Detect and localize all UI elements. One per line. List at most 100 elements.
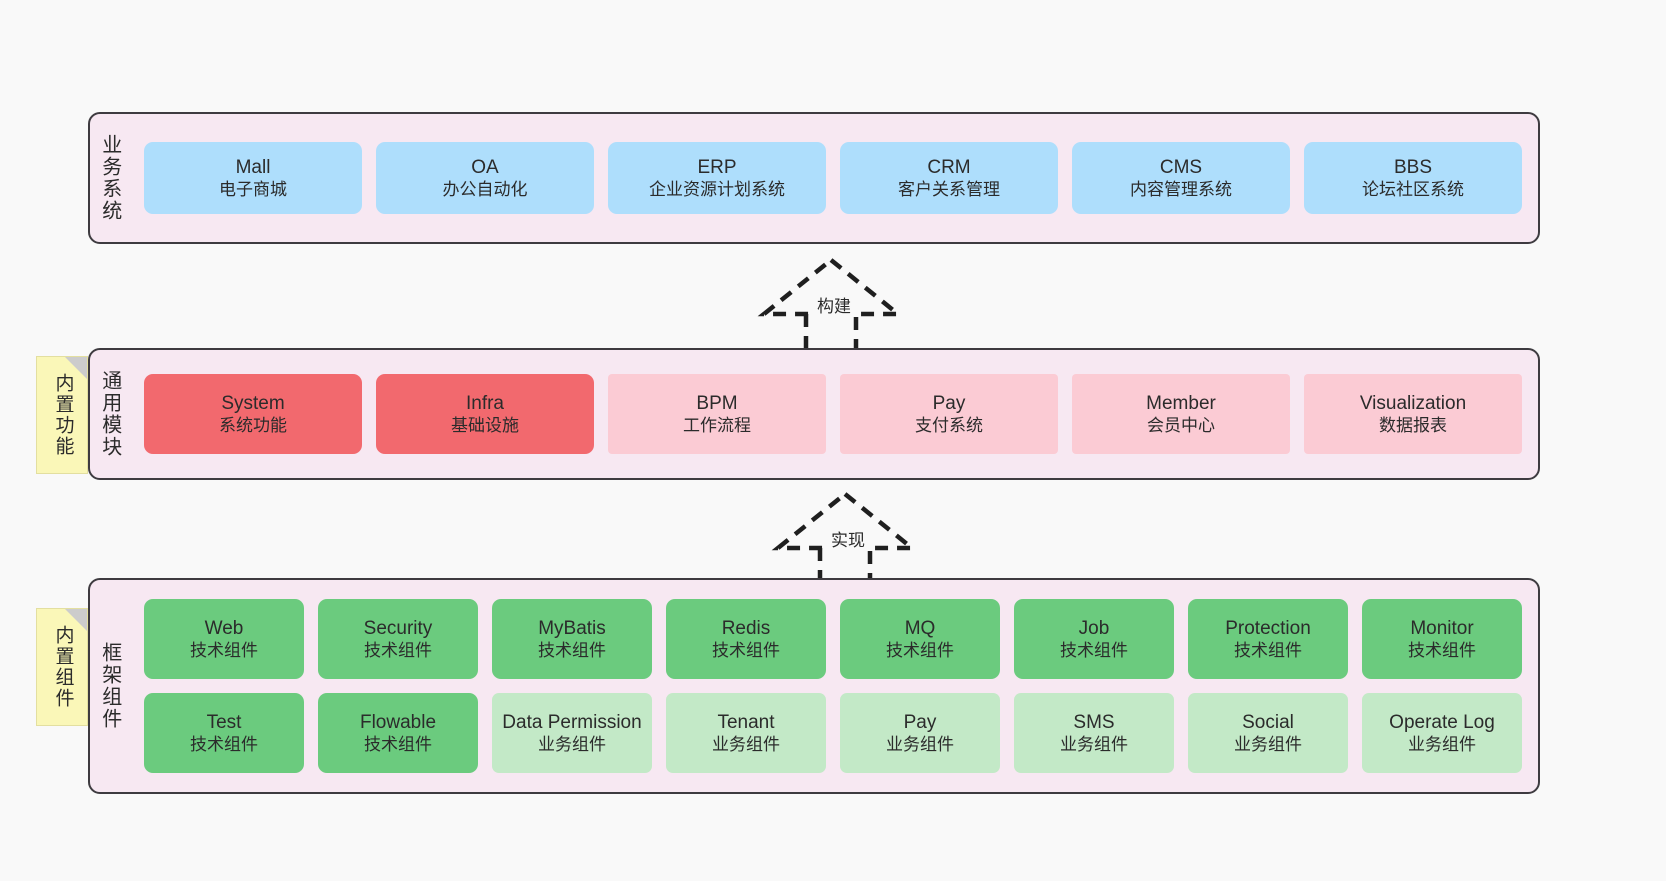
layer-body-business-system: Mall 电子商城 OA 办公自动化 ERP 企业资源计划系统 CRM 客户关系… [128, 114, 1538, 242]
module-desc: 业务组件 [1060, 735, 1128, 755]
module-box-sms[interactable]: SMS 业务组件 [1014, 693, 1174, 773]
box-row: Mall 电子商城 OA 办公自动化 ERP 企业资源计划系统 CRM 客户关系… [144, 142, 1522, 214]
module-box-flowable[interactable]: Flowable 技术组件 [318, 693, 478, 773]
module-box-data-permission[interactable]: Data Permission 业务组件 [492, 693, 652, 773]
module-desc: 数据报表 [1379, 416, 1447, 436]
module-box-test[interactable]: Test 技术组件 [144, 693, 304, 773]
module-desc: 技术组件 [190, 735, 258, 755]
layer-title-business-system: 业务系统 [98, 134, 121, 222]
module-name: MQ [904, 617, 936, 639]
sticky-note-label: 内置组件 [52, 625, 74, 709]
module-name: Member [1146, 392, 1216, 414]
module-box-redis[interactable]: Redis 技术组件 [666, 599, 826, 679]
module-desc: 业务组件 [538, 735, 606, 755]
layer-body-framework-component: Web 技术组件 Security 技术组件 MyBatis 技术组件 Redi… [128, 580, 1538, 792]
module-name: ERP [697, 156, 737, 178]
module-desc: 技术组件 [712, 641, 780, 661]
module-box-mq[interactable]: MQ 技术组件 [840, 599, 1000, 679]
module-desc: 电子商城 [219, 180, 287, 200]
module-desc: 技术组件 [364, 641, 432, 661]
folded-corner-icon [65, 609, 87, 631]
module-desc: 系统功能 [219, 416, 287, 436]
module-desc: 论坛社区系统 [1362, 180, 1464, 200]
module-name: Redis [721, 617, 771, 639]
module-name: Operate Log [1389, 711, 1495, 733]
layer-framework-component: 框架组件 Web 技术组件 Security 技术组件 MyBatis 技术组件… [88, 578, 1540, 794]
module-name: Social [1242, 711, 1294, 733]
module-name: SMS [1073, 711, 1115, 733]
module-name: CRM [927, 156, 971, 178]
module-box-monitor[interactable]: Monitor 技术组件 [1362, 599, 1522, 679]
layer-common-module: 通用模块 System 系统功能 Infra 基础设施 BPM 工作流程 Pay… [88, 348, 1540, 480]
module-desc: 内容管理系统 [1130, 180, 1232, 200]
module-name: Protection [1225, 617, 1311, 639]
module-desc: 业务组件 [1234, 735, 1302, 755]
sticky-note-builtin-components: 内置组件 [36, 608, 88, 726]
module-name: MyBatis [538, 617, 606, 639]
box-row: System 系统功能 Infra 基础设施 BPM 工作流程 Pay 支付系统… [144, 374, 1522, 454]
module-box-oa[interactable]: OA 办公自动化 [376, 142, 594, 214]
module-desc: 技术组件 [538, 641, 606, 661]
module-box-web[interactable]: Web 技术组件 [144, 599, 304, 679]
module-name: BBS [1393, 156, 1433, 178]
module-name: Flowable [359, 711, 437, 733]
module-desc: 技术组件 [364, 735, 432, 755]
module-name: CMS [1159, 156, 1203, 178]
module-desc: 技术组件 [1408, 641, 1476, 661]
module-box-crm[interactable]: CRM 客户关系管理 [840, 142, 1058, 214]
module-desc: 业务组件 [1408, 735, 1476, 755]
box-row: Test 技术组件 Flowable 技术组件 Data Permission … [144, 693, 1522, 773]
module-box-cms[interactable]: CMS 内容管理系统 [1072, 142, 1290, 214]
module-box-protection[interactable]: Protection 技术组件 [1188, 599, 1348, 679]
module-box-bpm[interactable]: BPM 工作流程 [608, 374, 826, 454]
module-name: Visualization [1359, 392, 1467, 414]
module-desc: 企业资源计划系统 [649, 180, 785, 200]
module-box-pay[interactable]: Pay 支付系统 [840, 374, 1058, 454]
module-name: Job [1078, 617, 1110, 639]
module-name: BPM [696, 392, 738, 414]
module-name: System [221, 392, 285, 414]
module-name: Tenant [717, 711, 775, 733]
module-name: OA [471, 156, 499, 178]
connector-implement: 实现 [770, 488, 920, 589]
module-box-member[interactable]: Member 会员中心 [1072, 374, 1290, 454]
module-desc: 客户关系管理 [898, 180, 1000, 200]
layer-title-common-module: 通用模块 [98, 370, 121, 458]
module-box-system[interactable]: System 系统功能 [144, 374, 362, 454]
sticky-note-label: 内置功能 [52, 373, 74, 457]
layer-business-system: 业务系统 Mall 电子商城 OA 办公自动化 ERP 企业资源计划系统 CRM… [88, 112, 1540, 244]
module-box-bbs[interactable]: BBS 论坛社区系统 [1304, 142, 1522, 214]
sticky-note-builtin-features: 内置功能 [36, 356, 88, 474]
module-desc: 业务组件 [712, 735, 780, 755]
module-name: Infra [465, 392, 505, 414]
module-box-security[interactable]: Security 技术组件 [318, 599, 478, 679]
connector-build: 构建 [756, 254, 906, 355]
module-desc: 会员中心 [1147, 416, 1215, 436]
module-name: Web [204, 617, 244, 639]
module-box-job[interactable]: Job 技术组件 [1014, 599, 1174, 679]
module-box-operate-log[interactable]: Operate Log 业务组件 [1362, 693, 1522, 773]
module-box-tenant[interactable]: Tenant 业务组件 [666, 693, 826, 773]
module-desc: 技术组件 [1234, 641, 1302, 661]
module-box-pay-business[interactable]: Pay 业务组件 [840, 693, 1000, 773]
module-desc: 办公自动化 [442, 180, 528, 200]
module-desc: 技术组件 [1060, 641, 1128, 661]
module-box-mall[interactable]: Mall 电子商城 [144, 142, 362, 214]
module-box-mybatis[interactable]: MyBatis 技术组件 [492, 599, 652, 679]
module-name: Pay [903, 711, 937, 733]
module-box-erp[interactable]: ERP 企业资源计划系统 [608, 142, 826, 214]
module-name: Mall [235, 156, 271, 178]
module-desc: 工作流程 [683, 416, 751, 436]
box-row: Web 技术组件 Security 技术组件 MyBatis 技术组件 Redi… [144, 599, 1522, 679]
layer-title-framework-component: 框架组件 [98, 642, 121, 730]
layer-body-common-module: System 系统功能 Infra 基础设施 BPM 工作流程 Pay 支付系统… [128, 350, 1538, 478]
module-desc: 基础设施 [451, 416, 519, 436]
module-box-social[interactable]: Social 业务组件 [1188, 693, 1348, 773]
module-box-infra[interactable]: Infra 基础设施 [376, 374, 594, 454]
module-name: Security [363, 617, 433, 639]
connector-label-implement: 实现 [828, 526, 868, 551]
module-name: Test [206, 711, 242, 733]
connector-label-build: 构建 [814, 292, 854, 317]
module-box-visualization[interactable]: Visualization 数据报表 [1304, 374, 1522, 454]
